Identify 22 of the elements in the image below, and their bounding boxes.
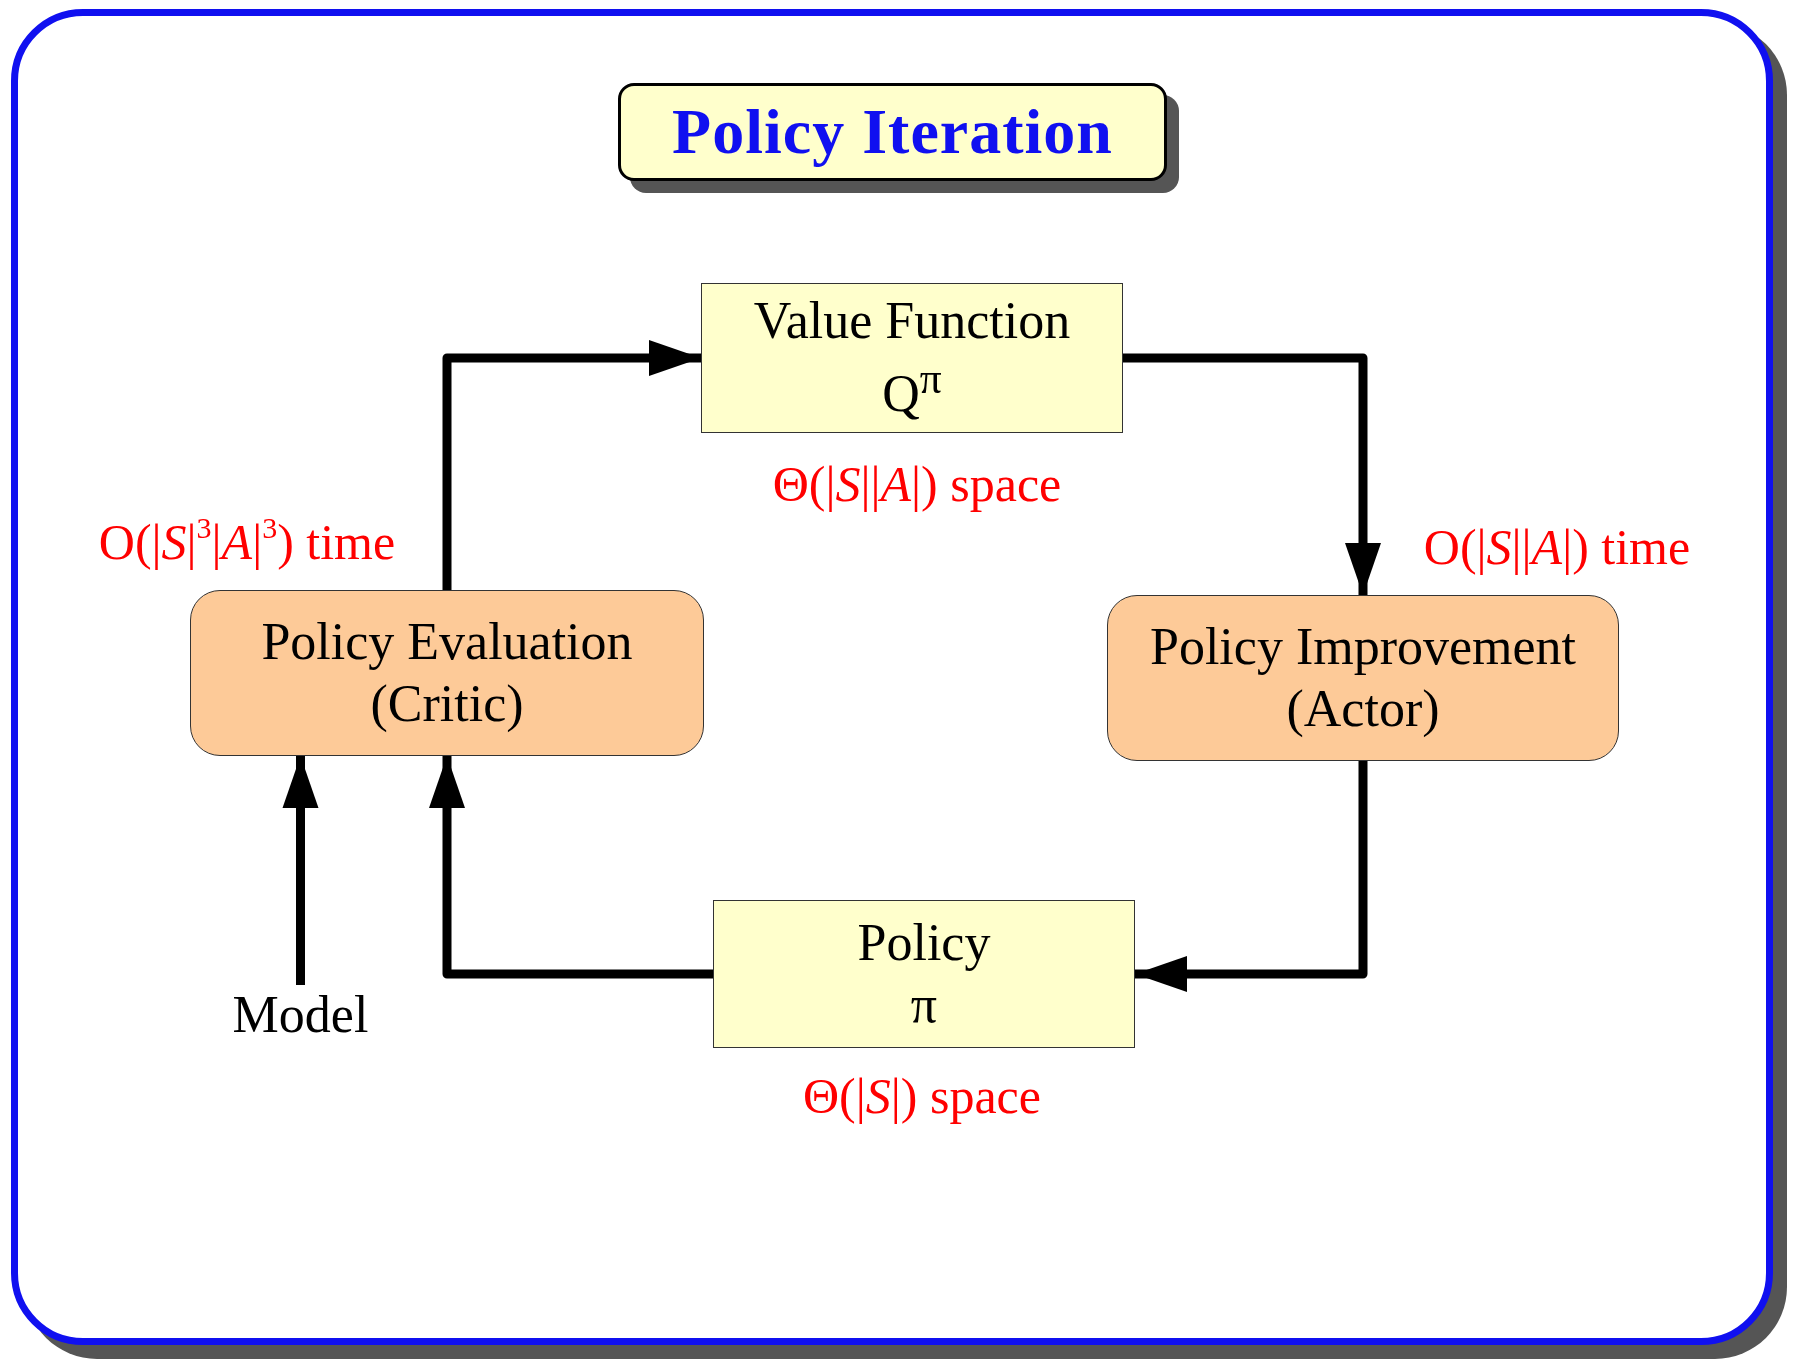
node-text: Model xyxy=(232,984,369,1045)
complexity-note: O(|S||A|) time xyxy=(1423,518,1691,576)
node-text: Value Function xyxy=(753,291,1071,352)
node-text: (Actor) xyxy=(1286,679,1440,739)
process-box xyxy=(190,590,704,756)
arrow xyxy=(282,756,319,985)
node-text: Policy Evaluation xyxy=(261,611,633,672)
node-text: (Critic) xyxy=(370,674,524,734)
complexity-note: O(|S|$^{3}$|A|$^{3}$) time xyxy=(98,513,396,571)
node-text: Policy xyxy=(857,912,991,973)
node-text: π xyxy=(910,975,938,1035)
complexity-note: Θ(|S|) space xyxy=(803,1067,1041,1125)
data-box xyxy=(713,900,1135,1048)
arrow xyxy=(1123,353,1381,595)
arrow xyxy=(1135,761,1368,992)
node-text: Q$^{π}$ xyxy=(882,352,942,425)
arrow xyxy=(442,340,701,590)
complexity-note: Θ(|S||A|) space xyxy=(772,455,1062,513)
process-box xyxy=(1107,595,1619,761)
data-box xyxy=(701,283,1123,433)
node-text: Policy Improvement xyxy=(1150,616,1576,677)
arrow xyxy=(429,756,713,979)
